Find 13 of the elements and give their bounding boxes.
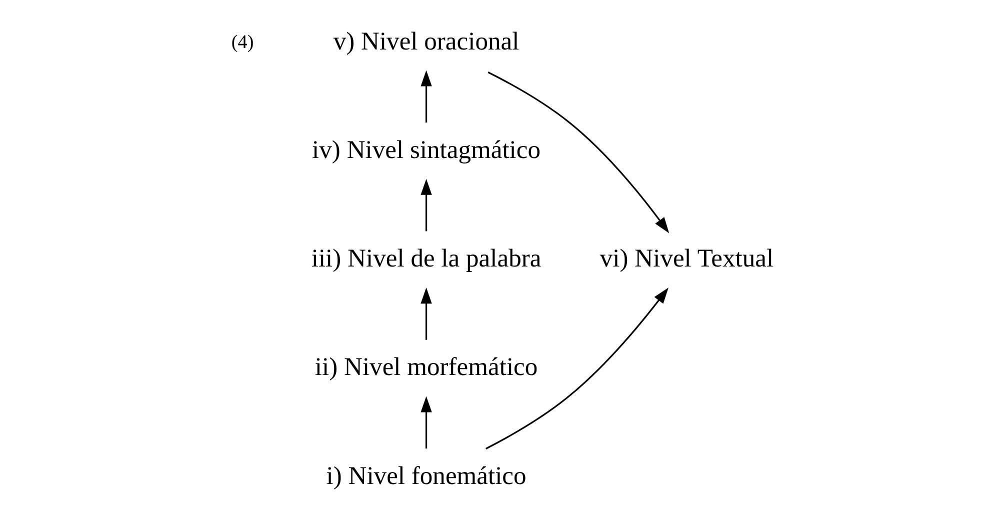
arrow [420, 396, 432, 448]
arrow [420, 70, 432, 123]
node-text: iv) Nivel sintagmático [312, 134, 540, 164]
label: (4) [230, 32, 254, 54]
node-text: ii) Nivel morfemático [314, 352, 538, 382]
arrow [487, 72, 669, 234]
node-text: v) Nivel oracional [332, 26, 519, 56]
node-text: vi) Nivel Textual [599, 244, 774, 273]
arrow [485, 288, 668, 450]
node-text: i) Nivel fonemático [326, 460, 526, 490]
arrow [420, 288, 432, 340]
node-text: iii) Nivel de la palabra [310, 244, 541, 273]
arrow [420, 178, 432, 232]
